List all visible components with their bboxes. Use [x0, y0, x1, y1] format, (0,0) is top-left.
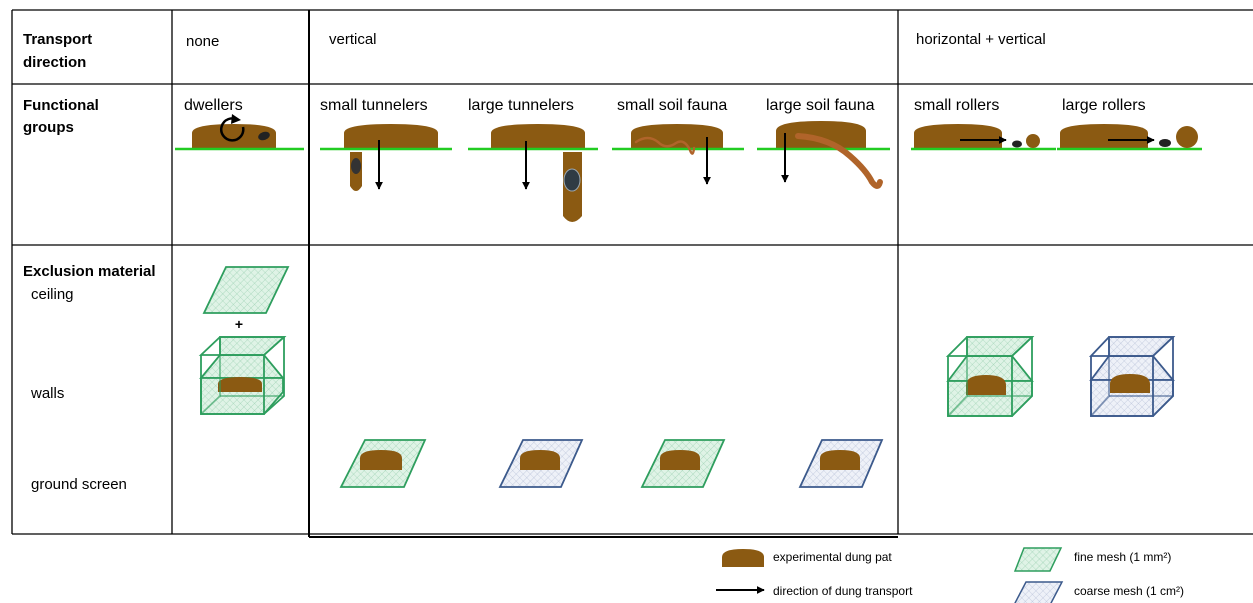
- earthworm-icon: [634, 136, 696, 155]
- dung-ball: [1026, 134, 1040, 148]
- dung-beetle-icon: [563, 168, 581, 192]
- ceiling-label: ceiling: [31, 286, 74, 303]
- legend-transport-label: direction of dung transport: [773, 584, 913, 598]
- circular-arrow-icon: [220, 117, 245, 142]
- group-dwellers: dwellers: [184, 97, 243, 114]
- legend: experimental dung pat direction of dung …: [716, 547, 1184, 603]
- arrow-head: [231, 114, 241, 124]
- walls-label: walls: [30, 385, 64, 402]
- earthworm-icon: [795, 133, 883, 189]
- dung-pat: [660, 450, 700, 470]
- transport-label-1: Transport: [23, 31, 92, 48]
- dung-pat: [360, 450, 402, 470]
- functional-label-2: groups: [23, 119, 74, 136]
- group-small-soil-fauna: small soil fauna: [617, 97, 727, 114]
- ground-screen-coarse-2: [798, 439, 884, 488]
- large-rollers-illustration: [1057, 124, 1202, 151]
- column-vertical: vertical: [329, 31, 377, 48]
- group-large-tunnelers: large tunnelers: [468, 97, 574, 114]
- dwellers-illustration: [175, 114, 304, 151]
- dung-beetle-icon: [1012, 140, 1022, 148]
- dung-pat: [192, 124, 276, 149]
- ground-screen-fine-1: [339, 439, 427, 488]
- legend-fine-mesh-label: fine mesh (1 mm²): [1074, 550, 1171, 564]
- dung-pat: [776, 121, 866, 149]
- vertical-column-frame: [308, 10, 898, 538]
- legend-fine-mesh-icon: [1013, 547, 1063, 572]
- coarse-mesh-cage-rollers-icon: [1088, 336, 1176, 417]
- legend-dung-pat-label: experimental dung pat: [773, 550, 892, 564]
- group-small-rollers: small rollers: [914, 97, 999, 114]
- mesh-ceiling-icon: [202, 266, 290, 314]
- dung-beetle-icon: [258, 131, 270, 141]
- dung-pat: [1060, 124, 1148, 149]
- large-tunnelers-illustration: [468, 124, 598, 222]
- table-grid: [11, 9, 1253, 535]
- small-soil-fauna-illustration: [612, 124, 744, 185]
- legend-coarse-mesh-icon: [1014, 581, 1064, 603]
- dung-pat: [520, 450, 560, 470]
- group-large-rollers: large rollers: [1062, 97, 1146, 114]
- plus-sign: +: [235, 316, 243, 332]
- column-horizontal-vertical: horizontal + vertical: [916, 31, 1046, 48]
- fine-mesh-cage-icon: [198, 336, 287, 415]
- dung-pat: [820, 450, 860, 470]
- functional-label-1: Functional: [23, 97, 99, 114]
- dung-pat: [344, 124, 438, 149]
- small-rollers-illustration: [911, 124, 1056, 151]
- legend-coarse-mesh-label: coarse mesh (1 cm²): [1074, 584, 1184, 598]
- group-large-soil-fauna: large soil fauna: [766, 97, 875, 114]
- dung-ball: [1176, 126, 1198, 148]
- dung-pat: [491, 124, 585, 149]
- ground-screen-label: ground screen: [31, 476, 127, 493]
- dung-pat: [631, 124, 723, 149]
- exclusion-label: Exclusion material: [23, 263, 156, 280]
- fine-mesh-cage-rollers-icon: [945, 336, 1035, 417]
- legend-dung-pat-icon: [722, 549, 764, 567]
- dung-pat: [914, 124, 1002, 149]
- large-soil-fauna-illustration: [757, 121, 890, 189]
- group-small-tunnelers: small tunnelers: [320, 97, 428, 114]
- dung-beetle-icon: [1159, 139, 1171, 147]
- transport-label-2: direction: [23, 54, 86, 71]
- dung-beetle-icon: [351, 158, 361, 174]
- ground-screen-fine-2: [640, 439, 726, 488]
- ground-screen-coarse-1: [498, 439, 584, 488]
- small-tunnelers-illustration: [320, 124, 452, 191]
- column-none: none: [186, 33, 219, 50]
